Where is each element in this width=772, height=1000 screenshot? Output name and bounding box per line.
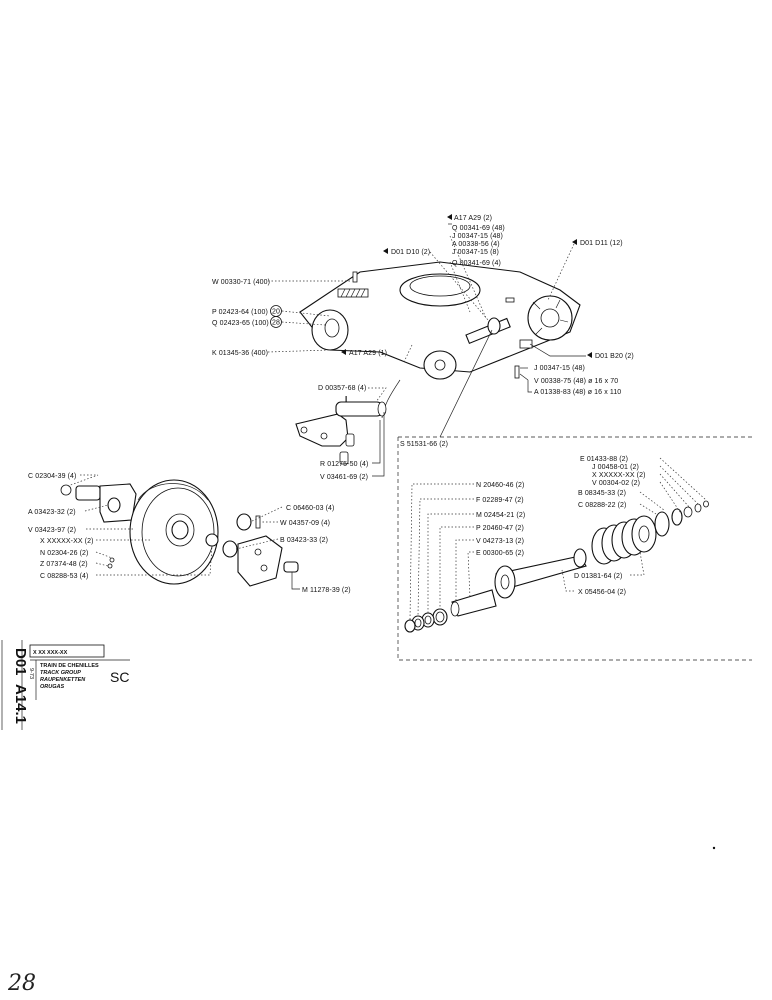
title-es: ORUGAS [40, 684, 64, 690]
label-x05456-04: X 05456-04 (2) [578, 589, 626, 596]
label-p-circle: 20 [272, 309, 280, 316]
label-c06460-03: C 06460-03 (4) [286, 505, 334, 512]
label-d01-d11: D01 D11 (12) [580, 240, 623, 247]
side-code-d01: D01 [12, 648, 29, 676]
spring [591, 515, 657, 565]
label-w04357-09: W 04357-09 (4) [280, 520, 330, 527]
label-a17-a29-1: A17 A29 (1) [349, 350, 387, 357]
label-b08345-33: B 08345-33 (2) [578, 490, 626, 497]
label-v00338-75: V 00338-75 (48) ø 16 x 70 [534, 378, 618, 385]
label-v03423-97: V 03423-97 (2) [28, 527, 76, 534]
label-a00338-56: A 00338-56 (4) [452, 241, 500, 248]
label-e00300-65: E 00300-65 (2) [476, 550, 524, 557]
label-n02304-26: N 02304-26 (2) [40, 550, 88, 557]
label-q00341-69-48: Q 00341-69 (48) [452, 225, 505, 232]
label-z07374-48: Z 07374-48 (2) [40, 561, 88, 568]
page-number: 28 [7, 971, 36, 996]
track-frame-assembly [299, 261, 581, 419]
label-n20460-46: N 20460-46 (2) [476, 482, 524, 489]
label-m02454-21: M 02454-21 (2) [476, 512, 525, 519]
label-xxxx-left: X XXXXX-XX (2) [40, 538, 94, 545]
label-c08288-22: C 08288-22 (2) [578, 502, 626, 509]
label-c08288-53: C 08288-53 (4) [40, 573, 88, 580]
label-b03423-33: B 03423-33 (2) [280, 537, 328, 544]
idler-wheel-assembly: C 02304-39 (4) A 03423-32 (2) V 03423-97… [28, 473, 351, 594]
label-q02423-65: Q 02423-65 (100) [212, 320, 269, 327]
upper-labels: A17 A29 (2) Q 00341-69 (48) J 00347-15 (… [212, 214, 634, 438]
side-code-a14: A14.1 [12, 684, 29, 724]
model-code: SC [110, 669, 129, 685]
label-v03461-69: V 03461-69 (2) [320, 474, 368, 481]
label-d00357-68: D 00357-68 (4) [318, 385, 366, 392]
label-f02289-47: F 02289-47 (2) [476, 497, 524, 504]
date-label: 9-73 [28, 668, 34, 679]
label-m11278-39: M 11278-39 (2) [302, 587, 351, 594]
title-en: TRACK GROUP [40, 670, 81, 676]
label-v04273-13: V 04273-13 (2) [476, 538, 524, 545]
label-r01275-50: R 01275-50 (4) [320, 461, 368, 468]
label-q00341-69-4: Q 00341-69 (4) [452, 260, 501, 267]
label-j00347-15-48b: J 00347-15 (48) [534, 365, 585, 372]
label-d01-d10: D01 D10 (2) [391, 249, 430, 256]
label-d01381-64: D 01381-64 (2) [574, 573, 622, 580]
label-c02304-39: C 02304-39 (4) [28, 473, 76, 480]
tensioner-assembly: S 51531-66 (2) E 01433-88 ( [397, 436, 752, 661]
stray-mark [712, 846, 716, 850]
label-xxxx-right: X XXXXX-XX (2) [592, 472, 646, 479]
label-e01433-88: E 01433-88 (2) [580, 456, 628, 463]
label-p20460-47: P 20460-47 (2) [476, 525, 524, 532]
label-j00347-15-8: J 00347-15 (8) [452, 249, 499, 256]
label-i-mark: I [345, 395, 347, 404]
label-a03423-32: A 03423-32 (2) [28, 509, 76, 516]
yoke-assembly: D 00357-68 (4) I R 01275-50 (4) V 03461-… [295, 385, 387, 481]
label-p02423-64: P 02423-64 (100) [212, 309, 268, 316]
label-j00458-01: J 00458-01 (2) [592, 464, 639, 471]
title-fr: TRAIN DE CHENILLES [40, 663, 99, 669]
label-k01345-36: K 01345-36 (400) [212, 350, 268, 357]
ref-code: X XX XXX-XX [33, 650, 68, 656]
label-a17-a29-2: A17 A29 (2) [454, 215, 492, 222]
label-s51531-66: S 51531-66 (2) [400, 441, 448, 448]
title-de: RAUPENKETTEN [40, 677, 86, 683]
label-j00347-15-48: J 00347-15 (48) [452, 233, 503, 240]
label-v00304-02: V 00304-02 (2) [592, 480, 640, 487]
label-q-circle: 28 [272, 320, 280, 327]
label-a01338-83: A 01338-83 (48) ø 16 x 110 [534, 389, 621, 396]
label-d01-b20: D01 B20 (2) [595, 353, 634, 360]
title-block: D01 A14.1 X XX XXX-XX 9-73 TRAIN DE CHEN… [1, 640, 130, 730]
label-w00330-71: W 00330-71 (400) [212, 279, 270, 286]
